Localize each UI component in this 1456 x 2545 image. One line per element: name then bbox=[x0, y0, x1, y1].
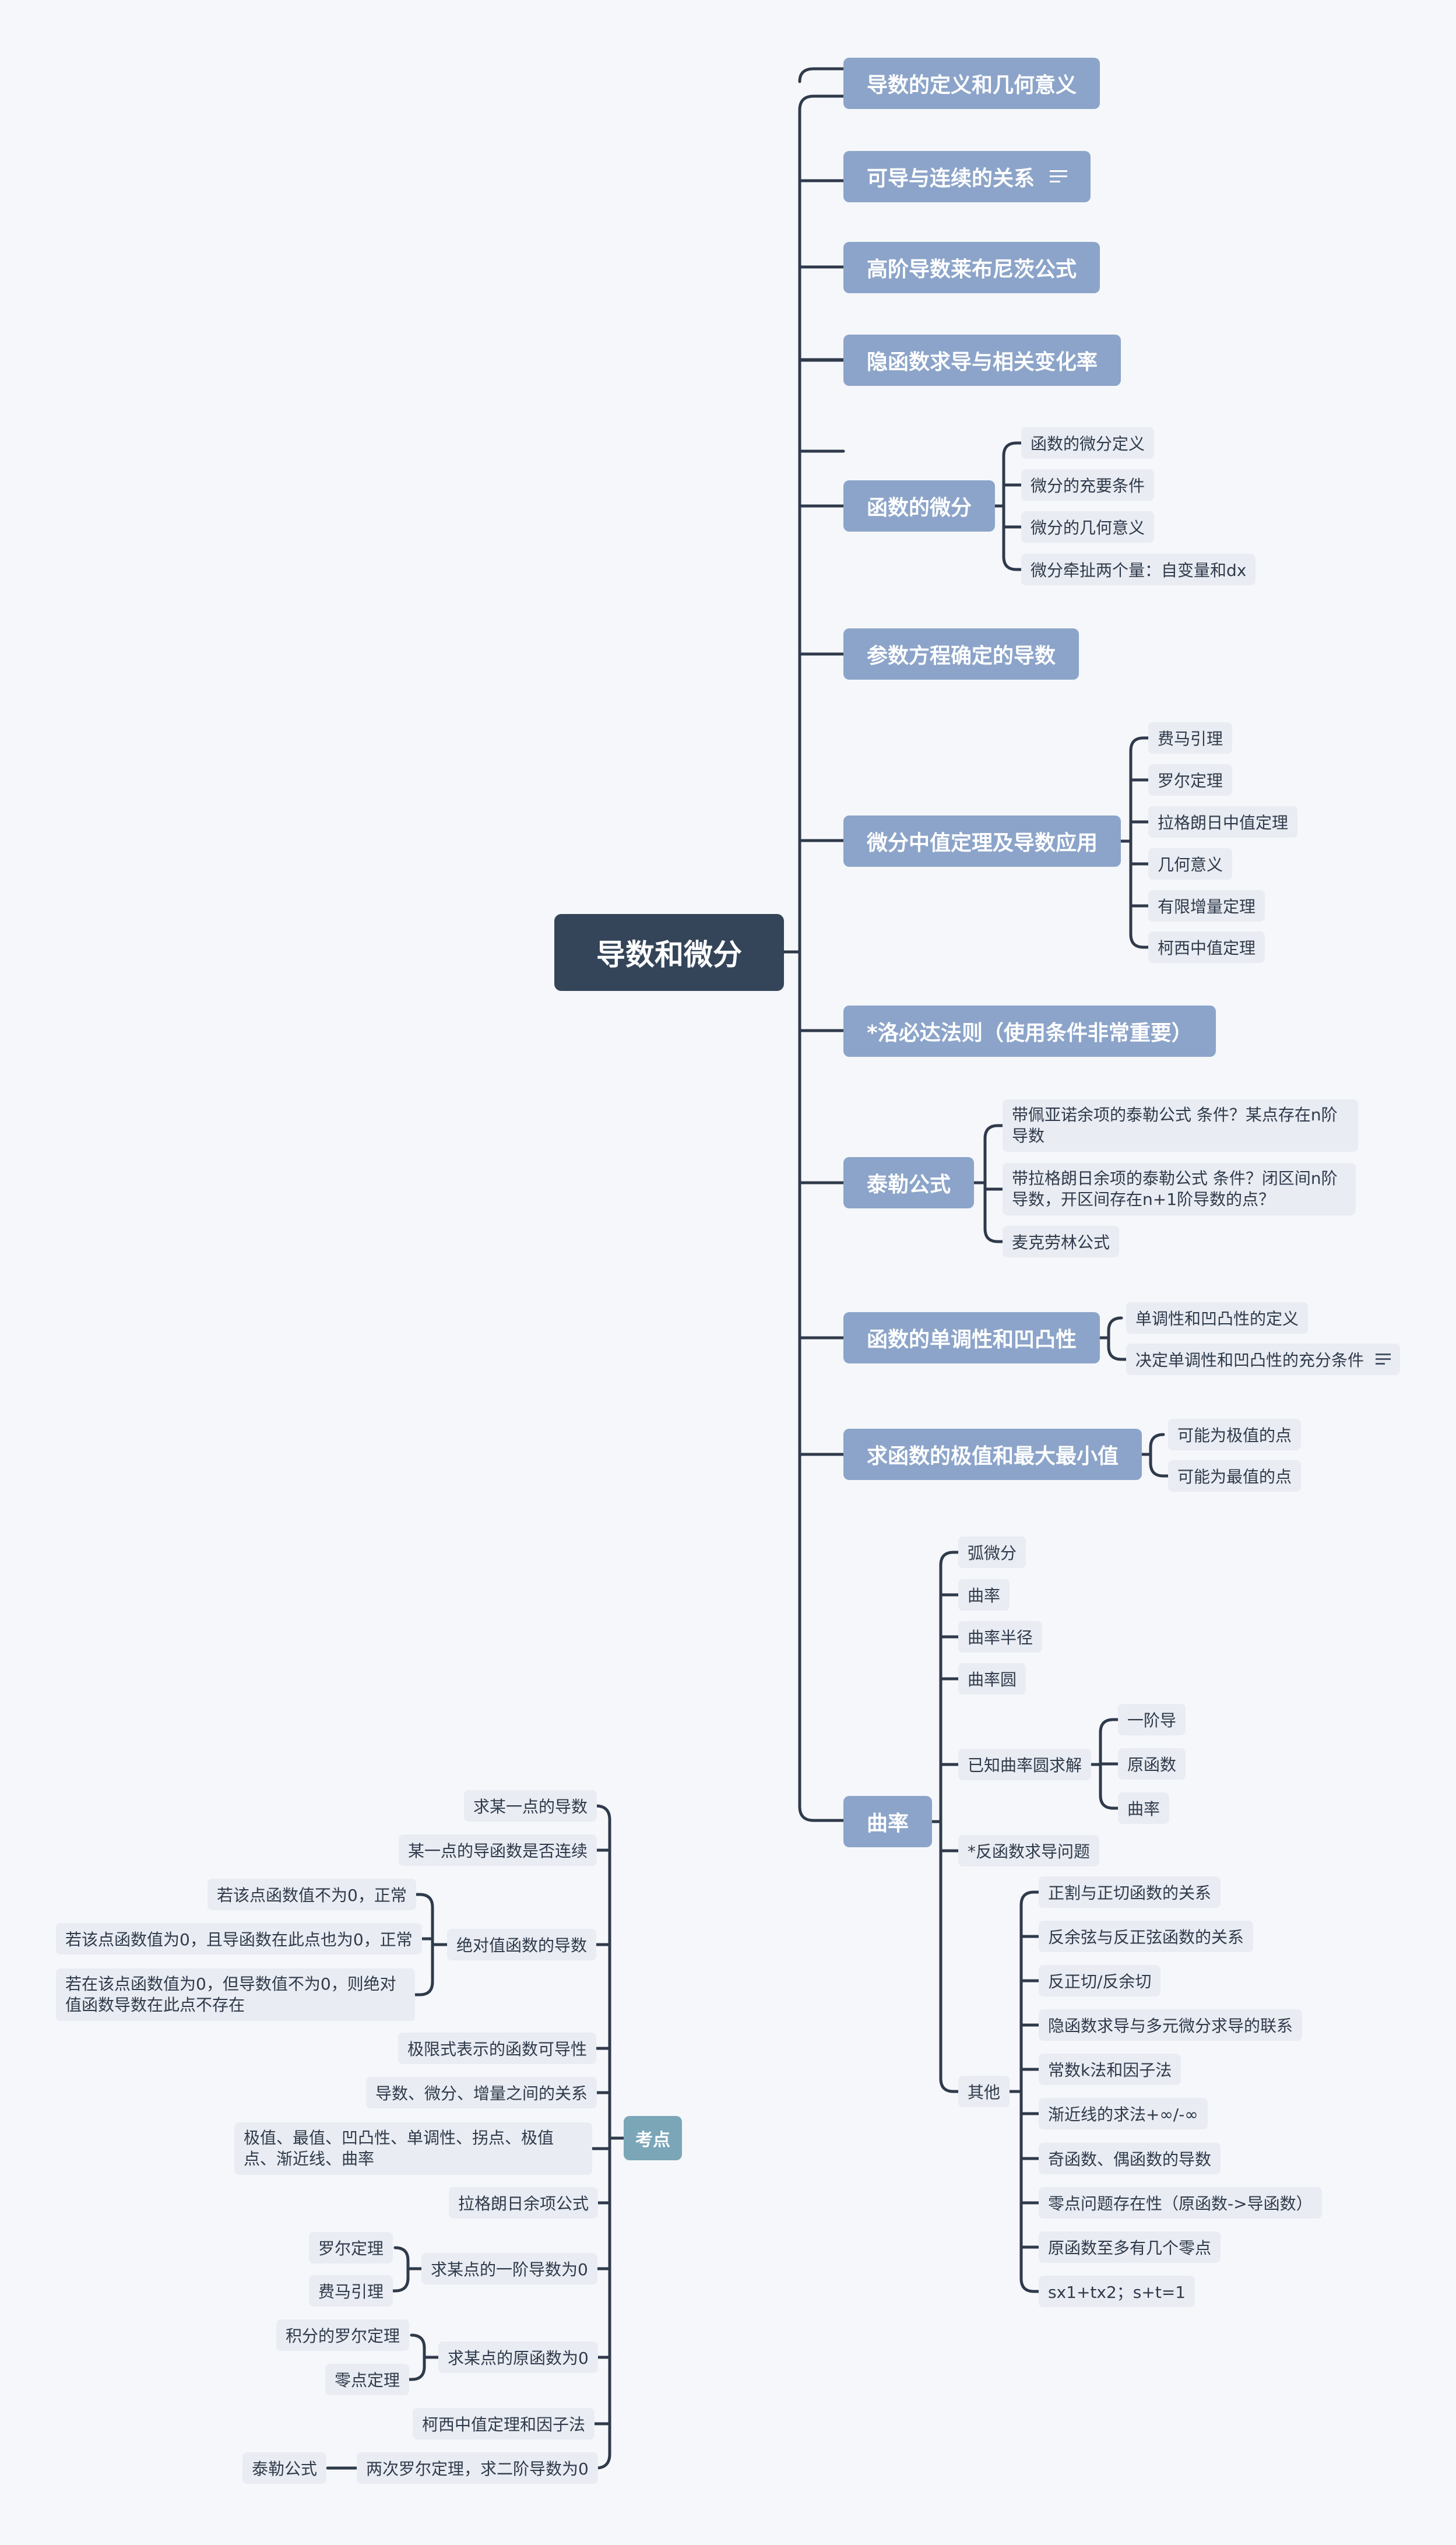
branch-label: 函数的微分 bbox=[867, 496, 972, 520]
leaf-monotonic-sufficient[interactable]: 决定单调性和凹凸性的充分条件 bbox=[1126, 1344, 1401, 1375]
branch-differential[interactable]: 函数的微分 bbox=[843, 480, 996, 532]
branch-label: 高阶导数莱布尼茨公式 bbox=[867, 258, 1077, 282]
kaodian-zero-theorem[interactable]: 零点定理 bbox=[325, 2364, 410, 2395]
leaf-finite-increment[interactable]: 有限增量定理 bbox=[1148, 890, 1265, 922]
leaf-differential-definition[interactable]: 函数的微分定义 bbox=[1021, 427, 1155, 459]
kaodian-fermat[interactable]: 费马引理 bbox=[309, 2275, 393, 2307]
leaf-zero-count[interactable]: 原函数至多有几个零点 bbox=[1039, 2231, 1221, 2263]
leaf-arc-differential[interactable]: 弧微分 bbox=[958, 1537, 1026, 1568]
leaf-arccos-arcsin[interactable]: 反余弦与反正弦函数的关系 bbox=[1039, 1921, 1254, 1952]
kaodian-abs-zero-derivative-zero[interactable]: 若该点函数值为0，且导函数在此点也为0，正常 bbox=[56, 1923, 422, 1955]
branch-label: 参数方程确定的导数 bbox=[867, 644, 1056, 668]
leaf-first-derivative[interactable]: 一阶导 bbox=[1118, 1704, 1186, 1735]
leaf-secant-tangent[interactable]: 正割与正切函数的关系 bbox=[1039, 1876, 1221, 1908]
leaf-constant-k-method[interactable]: 常数k法和因子法 bbox=[1039, 2054, 1181, 2085]
kaodian-rolle[interactable]: 罗尔定理 bbox=[309, 2232, 393, 2263]
leaf-curvature[interactable]: 曲率 bbox=[958, 1579, 1010, 1611]
leaf-curvature-value[interactable]: 曲率 bbox=[1118, 1792, 1170, 1824]
kaodian-point-derivative[interactable]: 求某一点的导数 bbox=[464, 1790, 597, 1822]
branch-extrema[interactable]: 求函数的极值和最大最小值 bbox=[843, 1429, 1142, 1480]
branch-label: 曲率 bbox=[867, 1812, 909, 1836]
kaodian-integral-rolle[interactable]: 积分的罗尔定理 bbox=[276, 2319, 410, 2351]
leaf-other[interactable]: 其他 bbox=[958, 2076, 1010, 2107]
branch-label: 可导与连续的关系 bbox=[867, 167, 1035, 191]
leaf-taylor-lagrange[interactable]: 带拉格朗日余项的泰勒公式 条件？闭区间n阶导数，开区间存在n+1阶导数的点？ bbox=[1003, 1163, 1356, 1215]
branch-curvature[interactable]: 曲率 bbox=[843, 1796, 933, 1847]
leaf-implicit-multivariate[interactable]: 隐函数求导与多元微分求导的联系 bbox=[1039, 2009, 1303, 2041]
kaodian-limit-differentiability[interactable]: 极限式表示的函数可导性 bbox=[398, 2033, 597, 2064]
kaodian-first-derivative-zero[interactable]: 求某点的一阶导数为0 bbox=[421, 2253, 597, 2284]
kaodian-lagrange-remainder[interactable]: 拉格朗日余项公式 bbox=[449, 2187, 599, 2219]
kaodian-primitive-zero[interactable]: 求某点的原函数为0 bbox=[438, 2342, 598, 2373]
kaodian-double-rolle[interactable]: 两次罗尔定理，求二阶导数为0 bbox=[357, 2452, 598, 2484]
branch-derivative-definition[interactable]: 导数的定义和几何意义 bbox=[843, 58, 1100, 109]
branch-label: 微分中值定理及导数应用 bbox=[867, 831, 1098, 855]
leaf-cauchy-theorem[interactable]: 柯西中值定理 bbox=[1148, 931, 1265, 963]
leaf-odd-even-derivative[interactable]: 奇函数、偶函数的导数 bbox=[1039, 2143, 1221, 2174]
leaf-zero-existence[interactable]: 零点问题存在性（原函数->导函数） bbox=[1039, 2187, 1322, 2219]
leaf-differential-two-quantities[interactable]: 微分牵扯两个量：自变量和dx bbox=[1021, 554, 1256, 585]
leaf-maclaurin[interactable]: 麦克劳林公式 bbox=[1003, 1226, 1120, 1257]
branch-leibniz-formula[interactable]: 高阶导数莱布尼茨公式 bbox=[843, 242, 1100, 293]
leaf-taylor-peano[interactable]: 带佩亚诺余项的泰勒公式 条件？某点存在n阶导数 bbox=[1003, 1099, 1358, 1152]
leaf-curvature-radius[interactable]: 曲率半径 bbox=[958, 1621, 1043, 1653]
kaodian-absolute-derivative[interactable]: 绝对值函数的导数 bbox=[447, 1929, 597, 1960]
branch-label: 泰勒公式 bbox=[867, 1173, 951, 1197]
branch-label: *洛必达法则（使用条件非常重要） bbox=[867, 1021, 1193, 1045]
leaf-lagrange-theorem[interactable]: 拉格朗日中值定理 bbox=[1148, 806, 1298, 838]
leaf-possible-maximum[interactable]: 可能为最值的点 bbox=[1168, 1460, 1302, 1492]
leaf-asymptote[interactable]: 渐近线的求法+∞/-∞ bbox=[1039, 2098, 1208, 2129]
leaf-differential-geometry[interactable]: 微分的几何意义 bbox=[1021, 511, 1155, 543]
branch-taylor-formula[interactable]: 泰勒公式 bbox=[843, 1157, 975, 1208]
leaf-fermat-lemma[interactable]: 费马引理 bbox=[1148, 722, 1233, 754]
leaf-convex-combination[interactable]: sx1+tx2；s+t=1 bbox=[1039, 2276, 1195, 2307]
note-icon[interactable] bbox=[1050, 170, 1068, 183]
branch-label: 函数的单调性和凹凸性 bbox=[867, 1328, 1077, 1352]
branch-label: 求函数的极值和最大最小值 bbox=[867, 1444, 1119, 1468]
leaf-solve-curvature-circle[interactable]: 已知曲率圆求解 bbox=[958, 1749, 1092, 1780]
kaodian-derivative-differential-increment[interactable]: 导数、微分、增量之间的关系 bbox=[366, 2077, 597, 2108]
kaodian-taylor[interactable]: 泰勒公式 bbox=[242, 2452, 327, 2484]
kaodian-abs-nonzero[interactable]: 若该点函数值不为0，正常 bbox=[208, 1879, 416, 1910]
kaodian-abs-zero-derivative-nonzero[interactable]: 若在该点函数值为0，但导数值不为0，则绝对值函数导数在此点不存在 bbox=[56, 1968, 415, 2021]
branch-monotonicity-convexity[interactable]: 函数的单调性和凹凸性 bbox=[843, 1312, 1100, 1363]
root-node[interactable]: 导数和微分 bbox=[554, 914, 784, 991]
branch-implicit-derivative[interactable]: 隐函数求导与相关变化率 bbox=[843, 335, 1121, 386]
branch-label: 隐函数求导与相关变化率 bbox=[867, 350, 1098, 374]
leaf-curvature-circle[interactable]: 曲率圆 bbox=[958, 1663, 1026, 1695]
leaf-rolle-theorem[interactable]: 罗尔定理 bbox=[1148, 764, 1233, 796]
leaf-differential-condition[interactable]: 微分的充要条件 bbox=[1021, 469, 1155, 501]
leaf-label: 决定单调性和凹凸性的充分条件 bbox=[1135, 1351, 1364, 1370]
branch-label: 导数的定义和几何意义 bbox=[867, 73, 1077, 97]
kaodian-extremum-properties[interactable]: 极值、最值、凹凸性、单调性、拐点、极值点、渐近线、曲率 bbox=[234, 2122, 592, 2175]
branch-differentiable-continuous[interactable]: 可导与连续的关系 bbox=[843, 151, 1091, 202]
kaodian-node[interactable]: 考点 bbox=[624, 2116, 682, 2160]
leaf-possible-extremum[interactable]: 可能为极值的点 bbox=[1168, 1419, 1302, 1450]
leaf-geometric-meaning[interactable]: 几何意义 bbox=[1148, 848, 1233, 880]
note-icon[interactable] bbox=[1376, 1354, 1391, 1365]
kaodian-derivative-continuity[interactable]: 某一点的导函数是否连续 bbox=[399, 1834, 597, 1866]
branch-mean-value-theorem[interactable]: 微分中值定理及导数应用 bbox=[843, 815, 1121, 867]
leaf-arctan-arccot[interactable]: 反正切/反余切 bbox=[1039, 1965, 1161, 1996]
leaf-monotonic-definition[interactable]: 单调性和凹凸性的定义 bbox=[1126, 1302, 1309, 1334]
branch-parametric-derivative[interactable]: 参数方程确定的导数 bbox=[843, 628, 1079, 680]
leaf-inverse-derivative[interactable]: *反函数求导问题 bbox=[958, 1835, 1100, 1866]
branch-lhopital-rule[interactable]: *洛必达法则（使用条件非常重要） bbox=[843, 1006, 1216, 1057]
leaf-primitive-function[interactable]: 原函数 bbox=[1118, 1748, 1186, 1780]
kaodian-cauchy-factor[interactable]: 柯西中值定理和因子法 bbox=[413, 2408, 595, 2439]
